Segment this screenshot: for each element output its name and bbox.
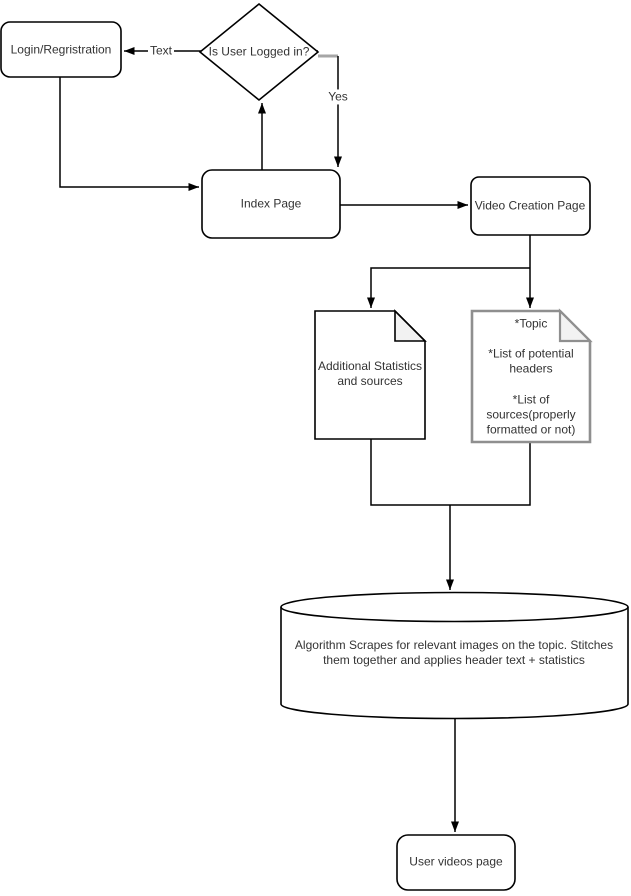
login-node-label: Login/Regristration <box>10 42 112 57</box>
node-stats-document <box>314 310 426 440</box>
node-index-box <box>201 169 341 239</box>
edge-docs-merge <box>370 439 531 506</box>
topic-document-fold-icon <box>558 308 593 343</box>
algorithm-cylinder-label: Algorithm Scrapes for relevant images on… <box>294 637 614 667</box>
index-node-label: Index Page <box>240 196 302 211</box>
edge-label-yes: Yes <box>326 89 350 105</box>
edge-login-to-index <box>59 77 199 191</box>
topic-document-label: *Topic *List of potential headers *List … <box>486 316 576 437</box>
stats-document-label: Additional Statistics and sources <box>317 358 423 388</box>
algorithm-cylinder-rim <box>280 606 629 623</box>
edge-video-to-stats-doc <box>367 267 530 308</box>
stats-document-fold-icon <box>394 309 427 342</box>
video-creation-node-label: Video Creation Page <box>474 198 586 213</box>
node-algorithm-cylinder <box>280 591 629 720</box>
node-topic-document <box>470 309 592 444</box>
user-videos-node-label: User videos page <box>409 854 503 869</box>
node-video-creation-box <box>470 176 591 236</box>
edge-label-text: Text <box>147 43 175 59</box>
node-login-box <box>0 21 122 78</box>
decision-node-label: Is User Logged in? <box>208 44 310 59</box>
node-decision-diamond <box>198 2 320 102</box>
node-user-videos-box <box>396 834 516 891</box>
